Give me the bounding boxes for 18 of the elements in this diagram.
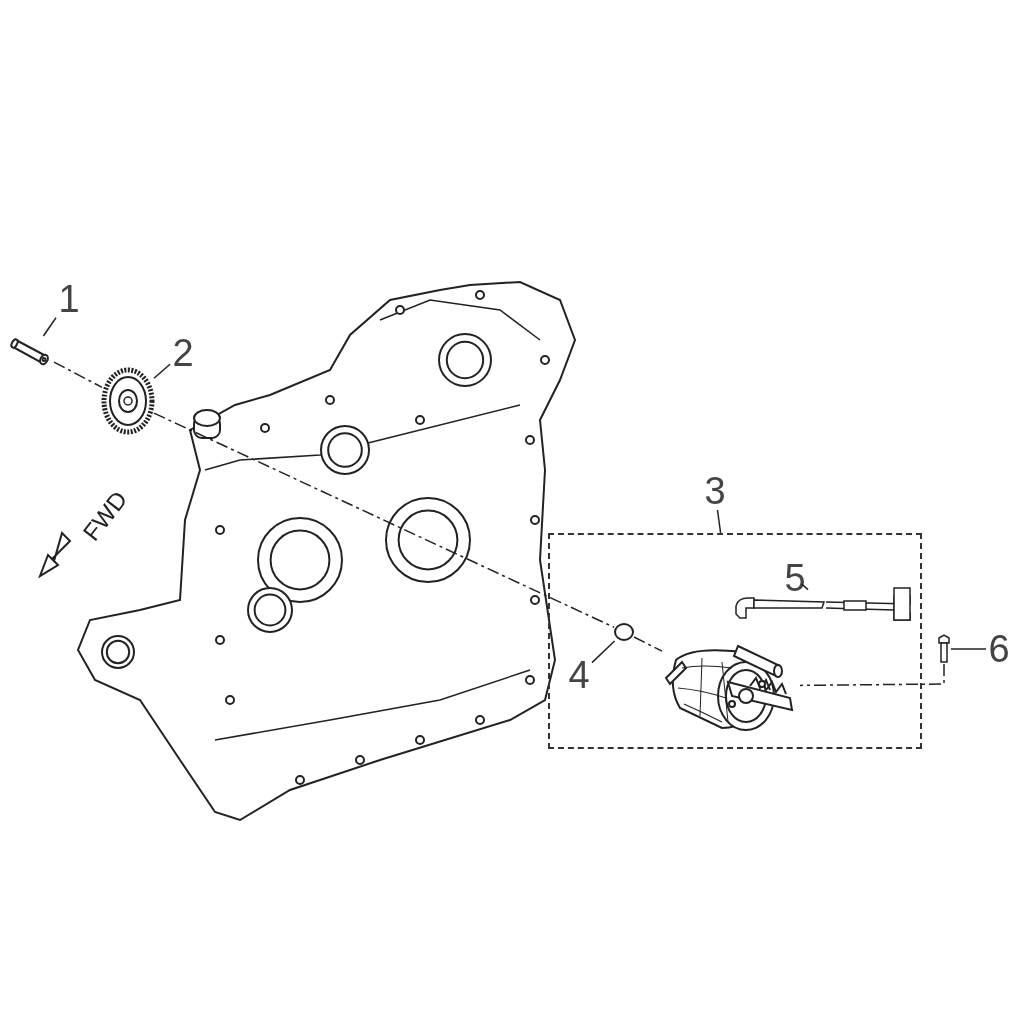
leader-line [42, 317, 57, 337]
circle-shape [614, 623, 634, 641]
callout-number: 3 [702, 472, 728, 510]
callout-number: 5 [782, 559, 808, 597]
callout-number: 2 [170, 334, 196, 372]
center-line [799, 663, 945, 687]
callout-number: 1 [56, 280, 82, 318]
center-line [53, 361, 103, 389]
leader-line [716, 509, 722, 534]
callout-number: 4 [566, 656, 592, 694]
group-frame [548, 533, 922, 749]
leader-line [950, 648, 987, 650]
center-line [633, 636, 663, 652]
leader-line [591, 640, 616, 664]
center-line [153, 412, 615, 629]
leader-line [153, 363, 171, 380]
leader-line [800, 583, 809, 591]
callout-number: 6 [986, 630, 1012, 668]
